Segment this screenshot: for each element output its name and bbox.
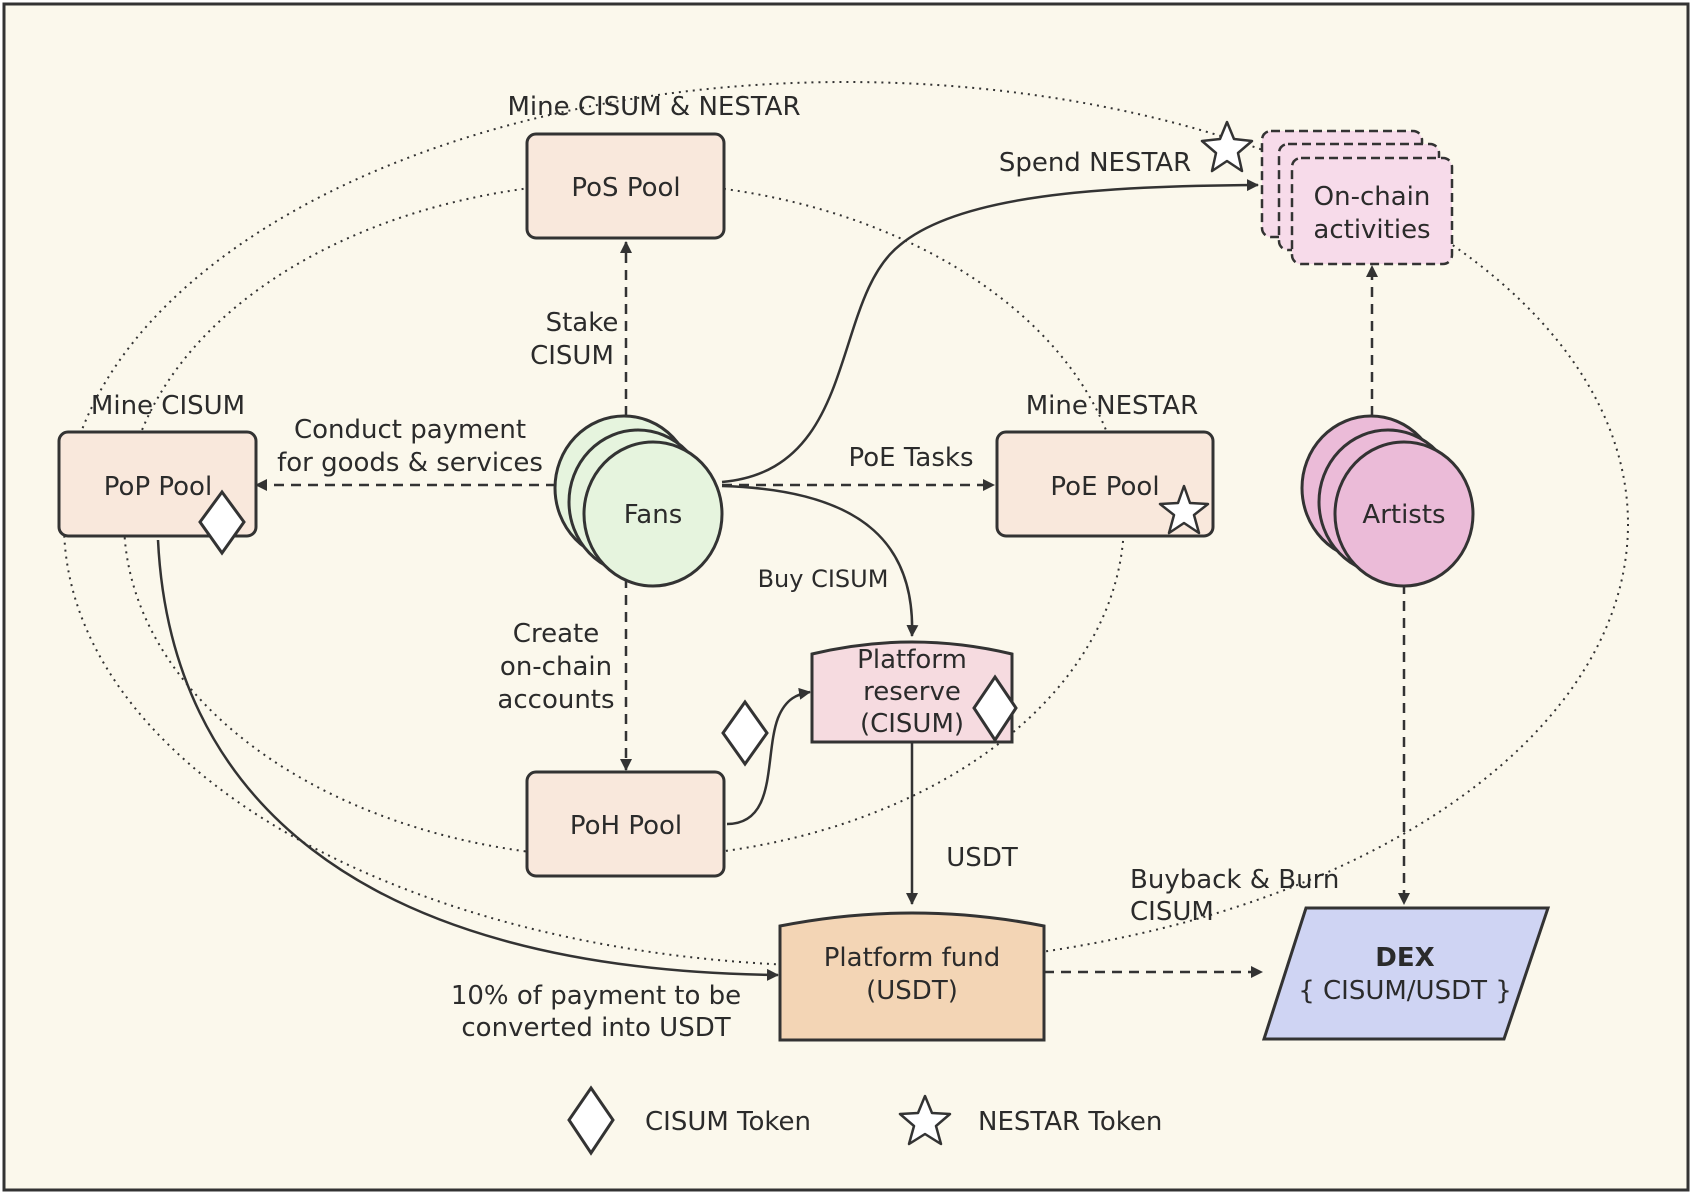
buyback-label-line2: CISUM — [1130, 897, 1214, 927]
poe-tasks-label: PoE Tasks — [848, 443, 973, 473]
reserve-label-line2: reserve — [863, 677, 961, 707]
outer-dotted-ellipse — [63, 81, 1629, 967]
pop-pool-label: PoP Pool — [104, 472, 212, 502]
poh-pool-label: PoH Pool — [570, 811, 682, 841]
platform-reserve-node: Platform reserve (CISUM) — [810, 640, 1014, 744]
cisum-diamond-icon — [198, 489, 246, 556]
onchain-label-line2: activities — [1313, 215, 1430, 245]
onchain-label-line1: On-chain — [1314, 182, 1431, 212]
payment-label-line1: Conduct payment — [294, 415, 526, 445]
dex-title: DEX — [1375, 943, 1434, 973]
reserve-label-line3: (CISUM) — [860, 709, 964, 739]
spend-nestar-label: Spend NESTAR — [999, 148, 1191, 178]
poh-to-reserve-arrow — [726, 687, 811, 826]
create-label-line1: Create — [513, 619, 599, 649]
poe-pool-label: PoE Pool — [1050, 472, 1159, 502]
legend-diamond-icon — [567, 1085, 615, 1156]
platform-fund-node: Platform fund (USDT) — [778, 911, 1046, 1042]
fund-label-line2: (USDT) — [866, 976, 958, 1006]
usdt-label: USDT — [946, 843, 1018, 873]
buy-cisum-arrow — [721, 484, 919, 637]
spend-nestar-arrow — [721, 179, 1259, 484]
fund-label-line1: Platform fund — [824, 943, 1001, 973]
create-label-line2: on-chain — [500, 652, 612, 682]
buyback-label-line1: Buyback & Burn — [1130, 865, 1339, 895]
dex-node: DEX { CISUM/USDT } — [1261, 906, 1551, 1041]
legend: CISUM Token NESTAR Token — [567, 1085, 1162, 1156]
payment-label-line2: for goods & services — [277, 448, 543, 478]
fans-label: Fans — [624, 500, 683, 530]
pop-to-fund-arrow — [156, 539, 779, 981]
legend-cisum-label: CISUM Token — [645, 1107, 811, 1137]
cisum-diamond-icon — [972, 674, 1018, 743]
mine-cisum-nestar-label: Mine CISUM & NESTAR — [507, 92, 800, 122]
poh-pool-box — [525, 770, 726, 878]
conversion-label-line1: 10% of payment to be — [451, 981, 741, 1011]
cisum-diamond-icon — [721, 699, 769, 767]
artists-label: Artists — [1362, 500, 1445, 530]
dex-pair: { CISUM/USDT } — [1298, 976, 1512, 1006]
artists-node: Artists — [1300, 414, 1475, 588]
mine-cisum-label: Mine CISUM — [91, 391, 245, 421]
stake-label-line2: CISUM — [530, 341, 614, 371]
pos-pool-label: PoS Pool — [571, 173, 680, 203]
buy-cisum-label: Buy CISUM — [758, 565, 889, 593]
legend-star-icon — [898, 1094, 952, 1146]
onchain-activities-node: On-chain activities — [1260, 129, 1454, 266]
conversion-label-line2: converted into USDT — [461, 1013, 730, 1043]
fans-node: Fans — [553, 414, 724, 588]
reserve-label-line1: Platform — [857, 645, 967, 675]
nestar-star-icon — [1158, 484, 1210, 535]
nestar-star-icon — [1200, 120, 1254, 173]
pop-pool-box — [57, 430, 258, 538]
mine-nestar-label: Mine NESTAR — [1026, 391, 1199, 421]
legend-nestar-label: NESTAR Token — [978, 1107, 1162, 1137]
poe-pool-box — [995, 430, 1215, 538]
pos-pool-box — [525, 132, 726, 240]
stake-label-line1: Stake — [546, 308, 619, 338]
create-label-line3: accounts — [497, 685, 614, 715]
